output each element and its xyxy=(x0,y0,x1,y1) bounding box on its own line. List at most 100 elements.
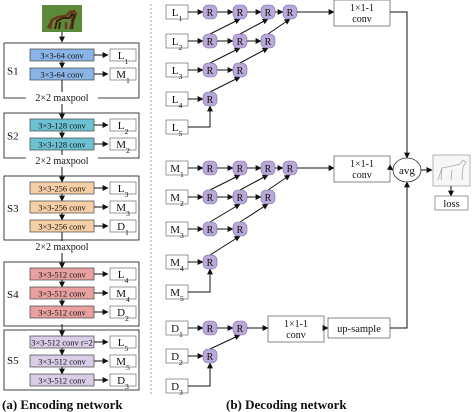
decoder-input-label: M2 xyxy=(170,192,184,208)
r-node xyxy=(260,189,276,205)
r-node-label: R xyxy=(265,164,272,175)
r-node-label: R xyxy=(207,66,214,77)
r-node-label: R xyxy=(265,8,272,19)
maxpool-label: 2×2 maxpool xyxy=(35,242,88,253)
r-node xyxy=(202,160,218,176)
decoder-input-label: M3 xyxy=(170,224,184,240)
output-label: L5 xyxy=(118,337,129,353)
r-node-label: R xyxy=(237,324,244,335)
stage-label: S5 xyxy=(7,355,19,367)
conv-block-label: 3×3-256 conv xyxy=(38,222,86,232)
r-node xyxy=(202,221,218,237)
conv-1x1-label: 1×1-1 xyxy=(350,159,374,170)
r-node-label: R xyxy=(237,8,244,19)
output-box xyxy=(109,200,137,214)
decoder-input-label: M1 xyxy=(170,163,184,179)
decoder-input-label: M4 xyxy=(170,257,184,273)
stage-box xyxy=(3,329,140,391)
output-label: D2 xyxy=(117,307,129,323)
r-node-label: R xyxy=(237,225,244,236)
decoder-input-label: D2 xyxy=(171,351,183,367)
conv-block-label: 3×3-512 conv xyxy=(38,376,86,386)
conv-block-label: 3×3-256 conv xyxy=(38,203,86,213)
r-node xyxy=(202,348,218,364)
output-box xyxy=(109,286,137,300)
r-node-label: R xyxy=(237,66,244,77)
output-label: L3 xyxy=(118,183,129,199)
r-node-label: R xyxy=(207,225,214,236)
r-node xyxy=(232,221,248,237)
conv-block-label: 3×3-512 conv xyxy=(38,357,86,367)
r-node xyxy=(202,254,218,270)
output-box xyxy=(109,118,137,132)
r-node xyxy=(232,4,248,20)
upsample-label: up-sample xyxy=(337,324,381,335)
edge-map-sketch xyxy=(437,159,467,181)
conv-1x1-label: 1×1-1 xyxy=(284,319,308,330)
stage-label: S3 xyxy=(7,203,19,215)
r-node-label: R xyxy=(207,8,214,19)
output-label: D3 xyxy=(117,375,129,391)
stage-box xyxy=(3,175,140,241)
stage-label: S2 xyxy=(7,131,19,143)
stage-label: S1 xyxy=(7,66,19,78)
r-node xyxy=(232,160,248,176)
decoder-input-label: L4 xyxy=(172,94,183,110)
r-node xyxy=(202,33,218,49)
r-node-label: R xyxy=(265,37,272,48)
conv-1x1-box xyxy=(333,155,391,183)
output-label: M3 xyxy=(116,202,130,218)
stage-label: S4 xyxy=(7,289,19,301)
conv-block-label: 3×3-128 conv xyxy=(38,140,86,150)
output-label: L4 xyxy=(118,269,129,285)
encoding-caption: (a) Encoding network xyxy=(2,397,123,412)
input-image xyxy=(42,5,82,32)
conv-block-label: 3×3-512 conv xyxy=(38,270,86,280)
r-node xyxy=(202,320,218,336)
output-box xyxy=(109,335,137,349)
r-node xyxy=(232,33,248,49)
conv-block-label: 3×3-512 conv xyxy=(38,308,86,318)
output-label: M1 xyxy=(116,69,130,85)
output-label: L1 xyxy=(118,50,129,66)
output-label: D1 xyxy=(117,221,129,237)
conv-block-label: 3×3-64 conv xyxy=(40,51,84,61)
r-node xyxy=(202,91,218,107)
conv-block-label: 3×3-512 conv xyxy=(38,289,86,299)
loss-box xyxy=(434,195,469,211)
conv-1x1-box xyxy=(333,0,391,27)
decoder-input-label: D3 xyxy=(171,381,183,397)
output-box xyxy=(109,305,137,319)
r-node xyxy=(232,62,248,78)
decoder-input-label: M5 xyxy=(170,287,184,303)
r-node-label: R xyxy=(207,324,214,335)
r-node xyxy=(202,4,218,20)
output-box xyxy=(109,373,137,387)
decoder-input-label: L5 xyxy=(172,122,183,138)
decoder-input-label: L2 xyxy=(172,36,183,52)
r-node-label: R xyxy=(237,193,244,204)
decoder-input-label: D1 xyxy=(171,323,183,339)
r-node xyxy=(202,189,218,205)
r-node-label: R xyxy=(265,193,272,204)
output-label: M2 xyxy=(116,139,130,155)
conv-1x1-label: 1×1-1 xyxy=(350,3,374,14)
r-node-label: R xyxy=(207,164,214,175)
r-node-label: R xyxy=(237,164,244,175)
output-box xyxy=(109,67,137,81)
r-node-label: R xyxy=(287,164,294,175)
conv-1x1-label: conv xyxy=(352,14,371,25)
conv-block-label: 3×3-64 conv xyxy=(40,70,84,80)
output-box xyxy=(109,219,137,233)
r-node-label: R xyxy=(237,37,244,48)
decoder-input-label: L1 xyxy=(172,7,183,23)
r-node-label: R xyxy=(207,193,214,204)
avg-label: avg xyxy=(399,165,415,177)
r-node xyxy=(260,4,276,20)
output-edge-map xyxy=(432,154,471,187)
output-box xyxy=(109,137,137,151)
output-label: M4 xyxy=(116,288,130,304)
conv-block-label: 3×3-512 conv r=2 xyxy=(31,338,93,348)
stage-box xyxy=(3,261,140,327)
